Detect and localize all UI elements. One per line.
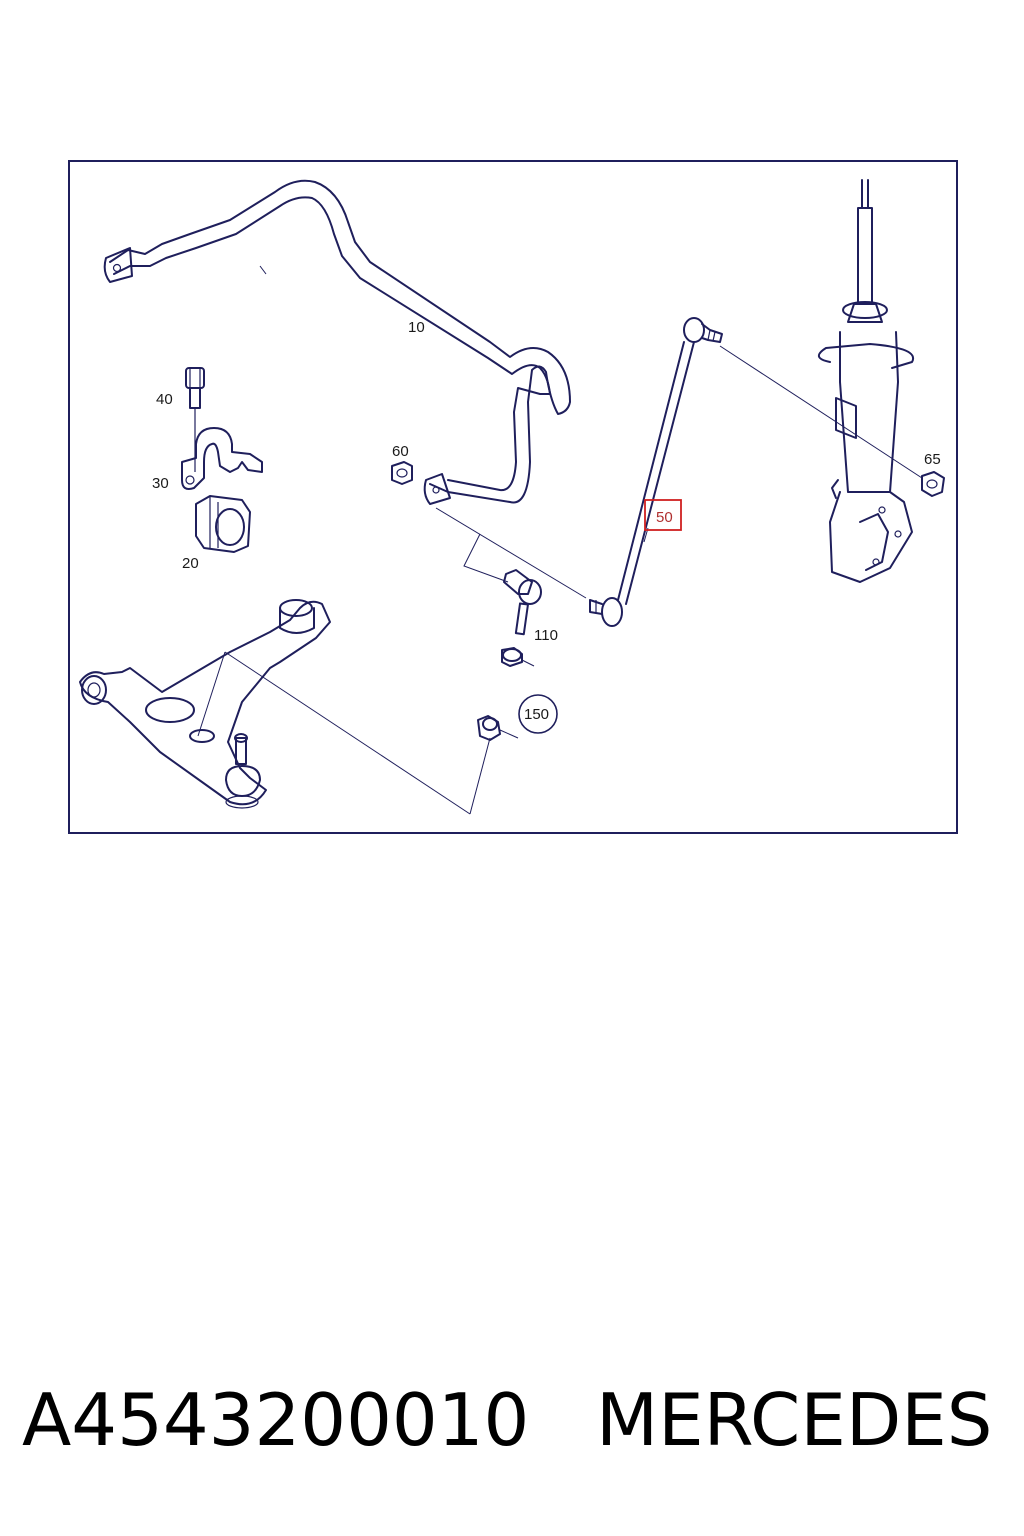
callout-65: 65 [924,451,941,468]
bolt-40 [185,367,205,472]
callout-40: 40 [156,391,173,408]
rubber-bushing-20 [195,495,251,553]
nut-65 [921,471,945,497]
callout-110: 110 [534,627,558,644]
rubber-mount-150 [477,647,523,741]
link-110 [503,569,542,636]
coupling-rod-50 [589,317,723,627]
callout-150-circle: 150 [518,694,558,734]
control-arm [79,599,331,809]
footer: A4543200010 MERCEDES [0,1370,1024,1470]
shock-absorber [818,179,915,583]
callout-30: 30 [152,475,169,492]
callout-10: 10 [408,319,425,336]
parts-diagram: 10 40 30 20 60 65 110 150 50 [68,160,958,834]
callout-60: 60 [392,443,409,460]
callout-150: 150 [524,706,549,723]
nut-60 [391,461,413,485]
clamp-bracket-30 [181,427,263,490]
parts-diagram-drawing: 10 40 30 20 60 65 110 150 50 [79,179,945,815]
part-number: A4543200010 [22,1378,530,1462]
callout-50-highlight[interactable]: 50 [644,499,682,531]
leader-lines [197,265,923,815]
brand-name: MERCEDES [596,1378,993,1462]
callout-20: 20 [182,555,199,572]
callout-50: 50 [656,509,673,526]
stabilizer-bar [103,179,571,505]
